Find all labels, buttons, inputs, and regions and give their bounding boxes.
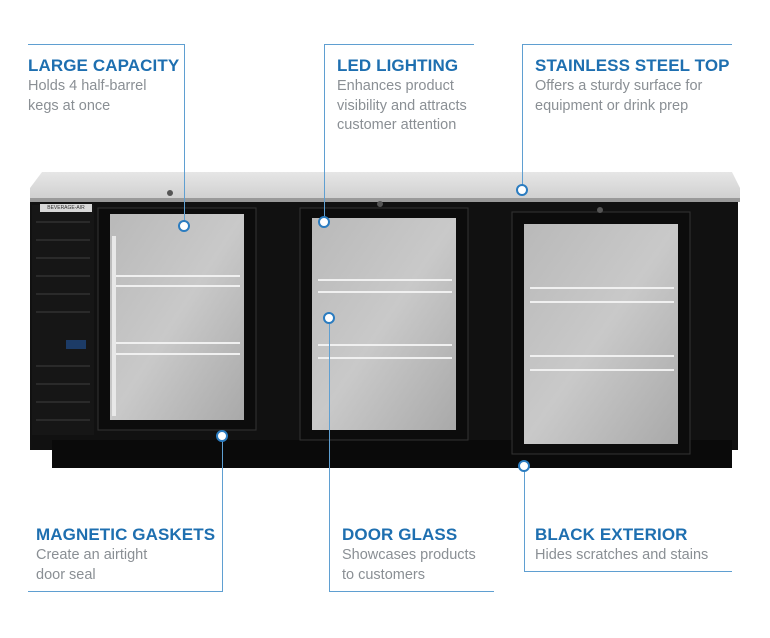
magnetic-gaskets-title: MAGNETIC GASKETS — [36, 525, 216, 544]
stainless-top-title: STAINLESS STEEL TOP — [535, 56, 730, 75]
door-glass-center — [312, 218, 456, 430]
stainless-top-desc: Offers a sturdy surface for equipment or… — [535, 78, 703, 114]
door-glass-right — [524, 224, 678, 444]
door-lock — [167, 190, 173, 196]
led-lighting-desc: Enhances product visibility and attracts… — [337, 78, 467, 133]
connector-line-magnetic-gaskets — [222, 436, 223, 592]
connector-line-door-glass — [329, 318, 330, 592]
side-vent-panel — [32, 205, 94, 435]
stainless-steel-top — [30, 172, 740, 200]
hotspot-large-capacity[interactable] — [178, 220, 190, 232]
hotspot-magnetic-gaskets[interactable] — [216, 430, 228, 442]
door-glass-title: DOOR GLASS — [342, 525, 458, 544]
hotspot-led-lighting[interactable] — [318, 216, 330, 228]
connector-line-large-capacity — [184, 44, 185, 226]
black-exterior-title: BLACK EXTERIOR — [535, 525, 688, 544]
connector-line-black-exterior — [524, 571, 732, 572]
led-lighting-title: LED LIGHTING — [337, 56, 459, 75]
large-capacity-title: LARGE CAPACITY — [28, 56, 180, 75]
door-lock — [377, 201, 383, 207]
hotspot-door-glass[interactable] — [323, 312, 335, 324]
brand-badge: BEVERAGE-AIR — [40, 204, 92, 212]
temperature-display — [66, 340, 86, 349]
connector-line-door-glass — [329, 591, 494, 592]
connector-line-led-lighting — [324, 44, 325, 222]
connector-line-stainless-top — [522, 44, 523, 190]
connector-line-black-exterior — [524, 466, 525, 572]
magnetic-gaskets-desc: Create an airtight door seal — [36, 547, 148, 583]
hotspot-stainless-top[interactable] — [516, 184, 528, 196]
door-lock — [597, 207, 603, 213]
door-glass-desc: Showcases products to customers — [342, 547, 476, 583]
connector-line-stainless-top — [522, 44, 732, 45]
hotspot-black-exterior[interactable] — [518, 460, 530, 472]
connector-line-magnetic-gaskets — [28, 591, 223, 592]
large-capacity-desc: Holds 4 half-barrel kegs at once — [28, 78, 147, 114]
door-glass-left — [110, 214, 244, 420]
connector-line-large-capacity — [28, 44, 185, 45]
black-exterior-desc: Hides scratches and stains — [535, 547, 709, 563]
connector-line-led-lighting — [324, 44, 474, 45]
vent-louvers — [36, 221, 90, 421]
